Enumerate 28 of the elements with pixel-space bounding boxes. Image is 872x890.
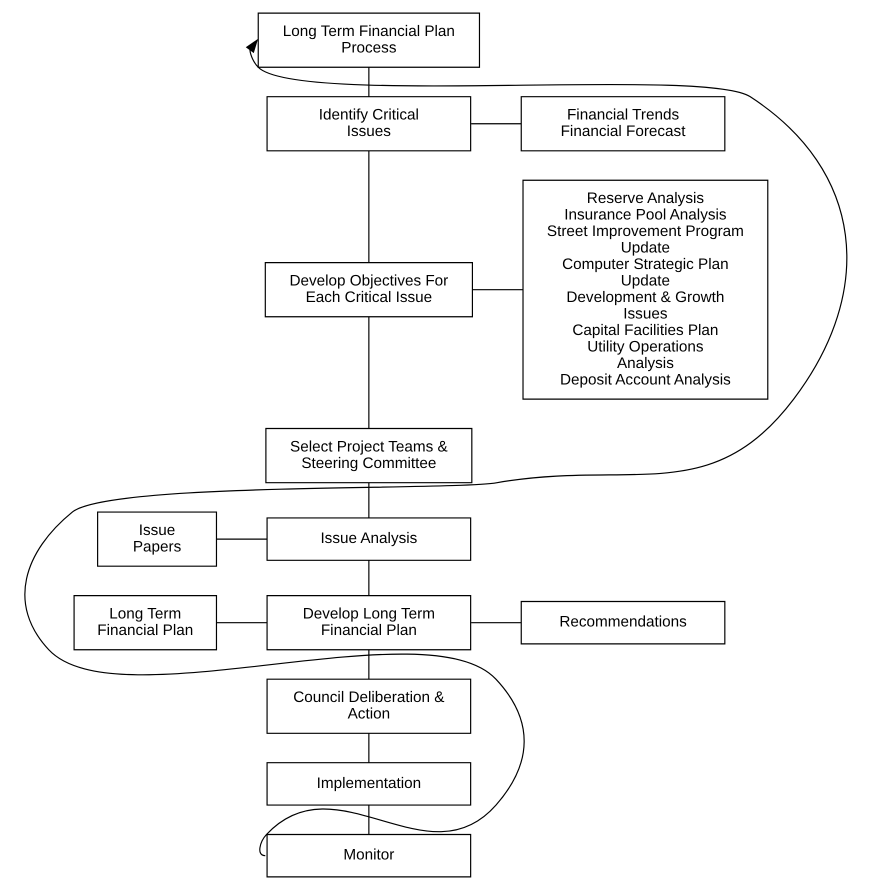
node-box: Reserve Analysis Insurance Pool Analysis Street Improvement Program Update Computer Strategic Plan Update Development & Growth Issues Capital Facilities Plan Utility Operations Analysis Deposit Account Analysis	[522, 180, 768, 400]
node-box: Council Deliberation & Action	[266, 678, 472, 734]
connector	[471, 123, 521, 124]
connector	[368, 482, 370, 518]
node-box: Financial Trends Financial Forecast	[520, 96, 726, 152]
node-box: Recommendations	[520, 600, 726, 644]
connector	[368, 316, 370, 428]
node-box: Develop Objectives For Each Critical Issue	[264, 262, 473, 318]
node-box: Long Term Financial Plan	[74, 595, 218, 650]
node-box: Long Term Financial Plan Process	[258, 12, 480, 68]
connector	[216, 538, 267, 540]
connector	[368, 805, 370, 834]
connector	[368, 733, 370, 762]
node-box: Issue Papers	[97, 511, 218, 567]
node-box: Select Project Teams & Steering Committee	[265, 428, 472, 484]
node-box: Identify Critical Issues	[266, 96, 472, 152]
connector	[216, 622, 268, 624]
node-box: Issue Analysis	[266, 517, 472, 561]
connector	[368, 650, 370, 679]
connector	[368, 150, 370, 262]
node-box: Develop Long Term Financial Plan	[266, 595, 472, 650]
node-box: Implementation	[266, 762, 472, 806]
connector	[471, 622, 521, 624]
connector	[368, 68, 370, 96]
arrow	[26, 38, 846, 856]
connector	[472, 289, 523, 290]
connector	[368, 560, 370, 596]
node-box: Monitor	[266, 834, 472, 878]
